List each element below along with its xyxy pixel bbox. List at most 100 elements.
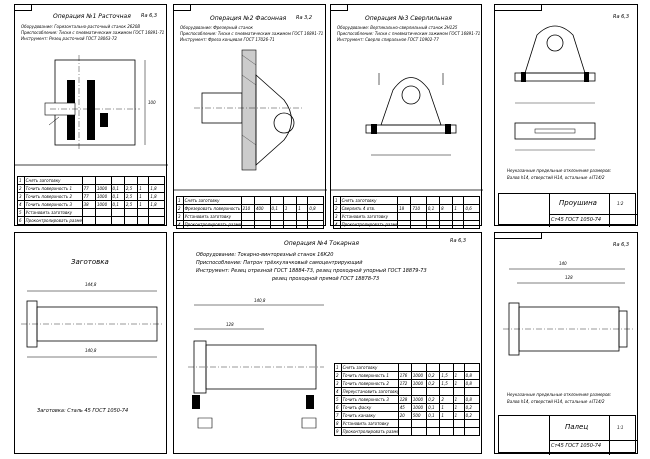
equipment-line: Оборудование: Токарно-винторезный станок… bbox=[196, 252, 334, 258]
sketch-drawing bbox=[331, 73, 483, 191]
equipment-line: Оборудование: Вертикально-сверлильный ст… bbox=[337, 25, 458, 30]
table-cell bbox=[439, 363, 454, 372]
table-cell: 0,1 bbox=[426, 403, 441, 412]
title-block: Палец 1:1 Ст45 ГОСТ 1050-74 bbox=[498, 415, 638, 455]
table-cell: 1 bbox=[452, 371, 465, 380]
table-cell: Снять заготовку bbox=[23, 176, 83, 185]
table-cell: 18 bbox=[397, 204, 412, 213]
table-cell: 400 bbox=[253, 204, 271, 213]
table-cell bbox=[452, 363, 465, 372]
table-cell: 45 bbox=[397, 403, 412, 412]
table-cell bbox=[253, 212, 271, 221]
table-cell bbox=[94, 176, 112, 185]
table-cell bbox=[452, 212, 465, 221]
fixture-line: Приспособление: Тиски с пневматическим з… bbox=[337, 31, 481, 36]
table-cell: 0,2 bbox=[426, 395, 441, 404]
table-cell bbox=[296, 196, 309, 205]
table-cell bbox=[123, 208, 139, 217]
table-cell bbox=[240, 212, 255, 221]
material-code: Ст45 ГОСТ 1050-74 bbox=[551, 443, 602, 449]
table-cell: 0,2 bbox=[463, 411, 481, 420]
table-cell: 500 bbox=[410, 411, 428, 420]
table-cell bbox=[110, 216, 125, 225]
roughness-mark: Ra 6,3 bbox=[613, 14, 630, 20]
sheet-operation-2: Операция №2 Фасонная Ra 3,2 Оборудование… bbox=[173, 4, 327, 229]
table-cell: 1 bbox=[452, 403, 465, 412]
tool-line: Инструмент: Фреза концевая ГОСТ 17026-71 bbox=[180, 37, 275, 42]
table-cell: 77 bbox=[81, 184, 96, 193]
table-cell bbox=[439, 419, 454, 428]
table-cell: 1 bbox=[334, 363, 342, 372]
table-cell: Снять заготовку bbox=[340, 363, 399, 372]
table-cell: 176 bbox=[397, 371, 412, 380]
table-cell bbox=[425, 220, 441, 229]
sheet-corner-tag bbox=[494, 4, 542, 11]
table-cell: 1 bbox=[296, 204, 309, 213]
table-cell: Точить фаску bbox=[340, 403, 399, 412]
table-cell: Точить поверхность 1 bbox=[23, 184, 83, 193]
table-cell bbox=[148, 216, 165, 225]
table-cell: 172 bbox=[397, 379, 412, 388]
dimension-label: 128 bbox=[226, 322, 234, 327]
sheet-corner-tag bbox=[173, 4, 191, 11]
table-cell bbox=[463, 427, 481, 436]
table-cell: 1 bbox=[282, 204, 298, 213]
table-cell bbox=[148, 176, 165, 185]
table-cell: 0,2 bbox=[426, 371, 441, 380]
table-cell: 4 bbox=[333, 220, 341, 229]
table-cell bbox=[397, 212, 412, 221]
table-cell: 1000 bbox=[410, 395, 428, 404]
table-cell: 0,8 bbox=[463, 395, 481, 404]
table-cell bbox=[123, 176, 139, 185]
table-cell bbox=[425, 212, 441, 221]
table-cell bbox=[463, 387, 481, 396]
table-cell bbox=[269, 196, 284, 205]
table-cell bbox=[452, 196, 465, 205]
table-cell bbox=[452, 419, 465, 428]
table-cell: 1 bbox=[17, 176, 25, 185]
part-drawing bbox=[514, 25, 596, 151]
table-cell: 1000 bbox=[410, 379, 428, 388]
part-name: Проушина bbox=[559, 199, 597, 207]
table-cell: 3 bbox=[334, 379, 342, 388]
sheet-part-drawing-1: Ra 6,3 Неуказанные предельные отклонения… bbox=[494, 4, 638, 227]
material-code: Ст45 ГОСТ 1050-74 bbox=[551, 217, 602, 223]
table-cell bbox=[81, 176, 96, 185]
table-cell: 2 bbox=[333, 204, 341, 213]
sheet-title: Операция №4 Токарная bbox=[284, 240, 359, 247]
table-cell: 1 bbox=[176, 196, 184, 205]
fixture-line: Приспособление: Патрон трёхкулачковый са… bbox=[196, 260, 363, 266]
table-cell: 9 bbox=[334, 427, 342, 436]
sheet-part-drawing-2: Ra 6,3 140 128 Неуказанные предельные от… bbox=[494, 232, 638, 455]
sheet-title: Операция №3 Сверлильная bbox=[365, 15, 452, 22]
table-cell bbox=[426, 387, 441, 396]
table-cell bbox=[426, 427, 441, 436]
table-cell: Точить поверхность 2 bbox=[340, 379, 399, 388]
table-cell bbox=[123, 216, 139, 225]
table-cell bbox=[410, 212, 427, 221]
table-cell bbox=[110, 176, 125, 185]
roughness-mark: Ra 6,3 bbox=[141, 13, 158, 19]
sheet-operation-4: Операция №4 Токарная Ra 6,3 Оборудование… bbox=[173, 232, 482, 454]
table-cell bbox=[452, 387, 465, 396]
table-cell: 1 bbox=[137, 184, 150, 193]
table-cell bbox=[463, 363, 481, 372]
table-cell: Точить канавку bbox=[340, 411, 399, 420]
table-cell: 710 bbox=[410, 204, 427, 213]
fixture-line: Приспособление: Тиски с пневматическим з… bbox=[180, 31, 324, 36]
blank-drawing bbox=[21, 290, 163, 358]
table-cell bbox=[463, 220, 480, 229]
tolerance-note-line-2: Валов h14, отверстий H14, остальные ±IT1… bbox=[507, 399, 605, 404]
table-cell: 1,8 bbox=[148, 192, 165, 201]
